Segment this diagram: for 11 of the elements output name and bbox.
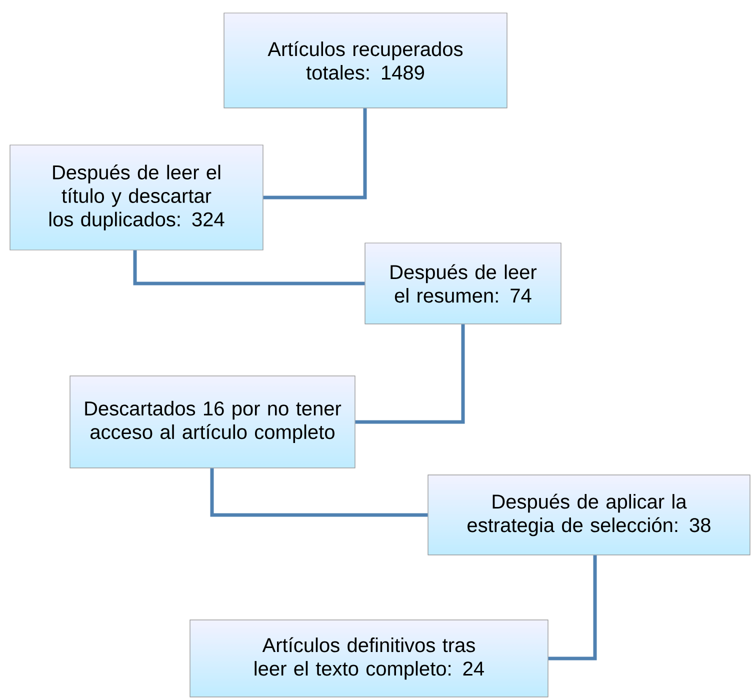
connector-line — [210, 468, 428, 517]
connector-line — [355, 324, 465, 424]
process-box: Artículos definitivos tras leer el texto completo: 24 — [190, 620, 548, 698]
connector-line — [263, 108, 367, 200]
process-box: Artículos recuperados totales: 1489 — [224, 12, 508, 108]
process-box: Después de aplicar la estrategia de selección: 38 — [428, 474, 750, 556]
connector-line — [548, 555, 597, 660]
process-box: Después de leer el resumen: 74 — [364, 242, 562, 324]
process-box: Después de leer el título y descartar los duplicados: 324 — [10, 144, 264, 250]
process-box: Descartados 16 por no tener acceso al artículo completo — [70, 376, 356, 468]
connector-line — [133, 250, 365, 286]
